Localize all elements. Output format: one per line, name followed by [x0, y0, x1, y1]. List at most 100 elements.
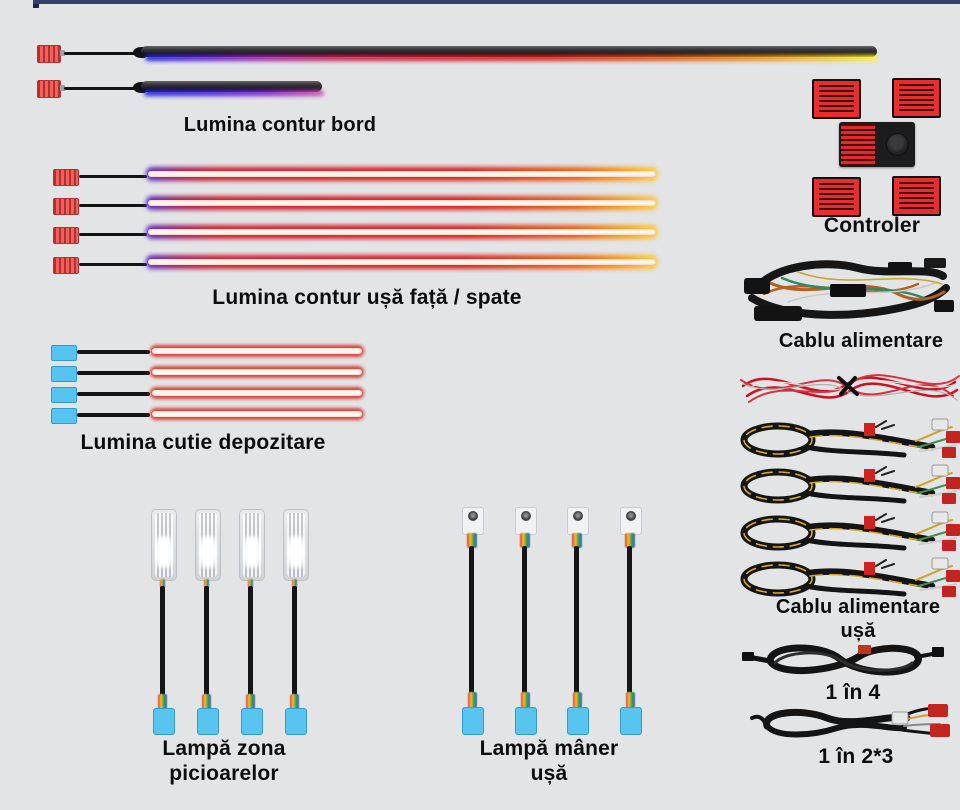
- blue-connector: [153, 708, 175, 735]
- door-handle-label-line2: ușă: [530, 762, 568, 785]
- lamp-glow: [287, 536, 305, 568]
- warning-sticker: [812, 177, 861, 217]
- dash-light-label: Lumina contur bord: [183, 114, 377, 136]
- led-core: [148, 200, 656, 206]
- led-core: [152, 390, 362, 396]
- led-core: [148, 259, 656, 265]
- blue-connector: [51, 387, 77, 403]
- door-handle-lamp: [515, 507, 537, 535]
- led-strip-dash-long: [141, 46, 877, 57]
- door-handle-lamp: [620, 507, 642, 535]
- footwell-lamp: [151, 509, 177, 581]
- one-in-2x3-label: 1 în 2*3: [818, 745, 894, 768]
- wire-colored: [202, 694, 211, 710]
- wire-colored: [246, 694, 255, 710]
- wire-colored: [292, 579, 297, 588]
- wire-colored: [204, 579, 209, 588]
- led-strip-door: [146, 167, 658, 181]
- blue-connector: [567, 707, 589, 735]
- wire-colored: [290, 694, 299, 710]
- door-power-cable-image: [740, 557, 960, 597]
- door-power-label-line2: ușă: [840, 620, 876, 642]
- lamp-lens: [521, 511, 531, 521]
- strip-end-cap: [133, 47, 147, 58]
- footwell-label-line1: Lampă zona: [162, 737, 286, 760]
- warning-sticker: [892, 176, 941, 216]
- wire-colored: [521, 692, 530, 708]
- wire-colored: [248, 579, 253, 588]
- one-in-4-label: 1 în 4: [825, 681, 881, 704]
- lamp-glow: [199, 536, 217, 568]
- led-core: [152, 369, 362, 375]
- red-connector: [53, 227, 79, 244]
- footwell-lamp: [195, 509, 221, 581]
- door-handle-label-line1: Lampă mâner: [479, 737, 619, 760]
- lamp-cable: [248, 586, 253, 696]
- lamp-cable: [522, 546, 527, 694]
- lamp-glow: [155, 536, 173, 568]
- red-connector: [53, 257, 79, 274]
- blue-connector: [51, 408, 77, 424]
- lead-wire: [64, 52, 138, 55]
- led-strip-storage: [150, 345, 364, 357]
- led-glow-blue-pink: [144, 90, 324, 96]
- lamp-cable: [292, 586, 297, 696]
- lamp-cable: [160, 586, 165, 696]
- door-power-cable-image: [740, 418, 960, 458]
- wire-colored: [467, 533, 477, 548]
- wire-colored: [573, 692, 582, 708]
- door-power-label-line1: Cablu alimentare: [775, 596, 941, 618]
- wire-colored: [468, 692, 477, 708]
- storage-light-label: Lumina cutie depozitare: [80, 431, 326, 454]
- sticker-text: [819, 85, 854, 113]
- blue-connector: [462, 707, 484, 735]
- lamp-cable: [627, 546, 632, 694]
- footwell-lamp: [239, 509, 265, 581]
- lamp-cable: [574, 546, 579, 694]
- lamp-lens: [468, 511, 478, 521]
- blue-connector: [241, 708, 263, 735]
- lead-wire: [77, 371, 150, 375]
- wire-colored: [626, 692, 635, 708]
- led-strip-door: [146, 225, 658, 239]
- controller-label-sticker: [841, 124, 875, 165]
- top-bar-notch: [33, 0, 39, 8]
- red-connector: [53, 169, 79, 186]
- door-power-cable-image: [740, 511, 960, 551]
- warning-sticker: [892, 78, 941, 118]
- led-glow-rainbow: [145, 55, 878, 61]
- wire-colored: [625, 533, 635, 548]
- lamp-cable: [469, 546, 474, 694]
- blue-connector: [51, 366, 77, 382]
- lamp-lens: [573, 511, 583, 521]
- led-strip-door: [146, 196, 658, 210]
- wire-colored: [572, 533, 582, 548]
- red-wire-bundle-image: [740, 374, 960, 403]
- connector-pin: [60, 50, 65, 56]
- led-core: [152, 348, 362, 354]
- lead-wire: [79, 233, 147, 236]
- lead-wire: [79, 263, 147, 266]
- wire-colored: [160, 579, 165, 588]
- footwell-lamp: [283, 509, 309, 581]
- red-connector: [37, 80, 61, 98]
- door-power-cable-image: [740, 464, 960, 504]
- lamp-glow: [243, 536, 261, 568]
- lead-wire: [77, 392, 150, 396]
- lamp-lens: [626, 511, 636, 521]
- red-connector: [53, 198, 79, 215]
- led-strip-dash-short: [141, 81, 322, 92]
- blue-connector: [197, 708, 219, 735]
- door-light-label: Lumina contur ușă față / spate: [212, 286, 522, 309]
- lead-wire: [79, 175, 147, 178]
- blue-connector: [515, 707, 537, 735]
- led-core: [148, 229, 656, 235]
- led-core: [152, 411, 362, 417]
- wire-colored: [158, 694, 167, 710]
- led-strip-storage: [150, 387, 364, 399]
- led-strip-storage: [150, 408, 364, 420]
- top-bar: [33, 0, 960, 4]
- blue-connector: [51, 345, 77, 361]
- controller-socket: [886, 133, 909, 156]
